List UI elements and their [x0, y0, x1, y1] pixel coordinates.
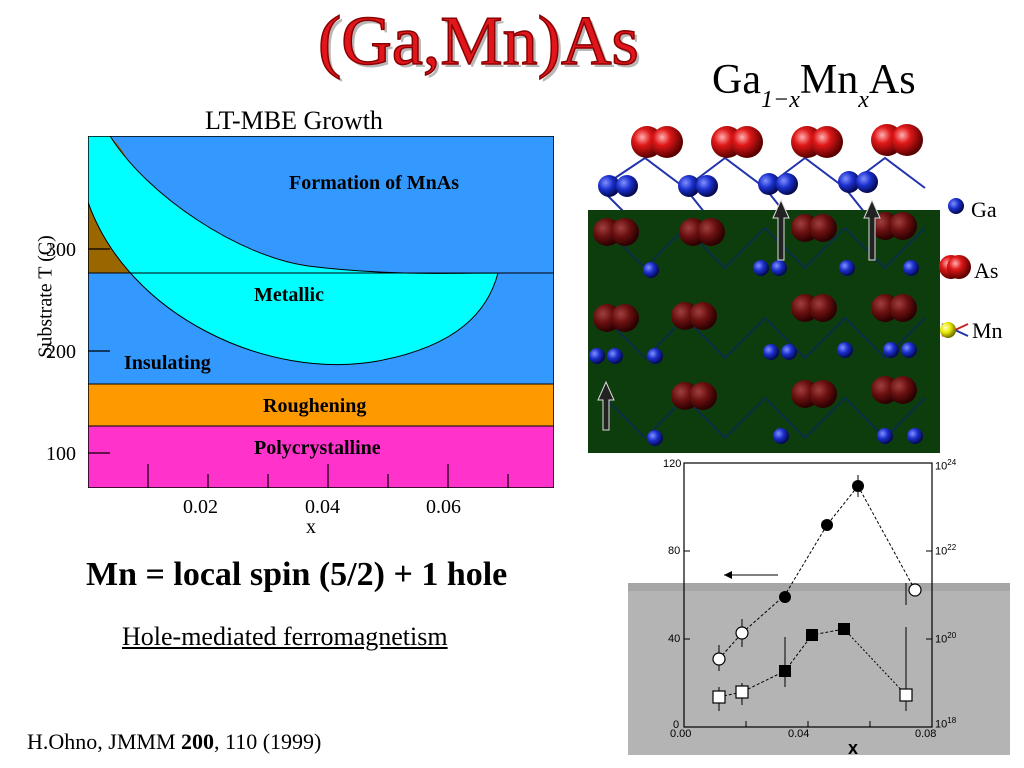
as-atoms-top — [631, 124, 923, 158]
tc-tick-40: 40 — [668, 633, 681, 645]
tc-xtick-008: 0.08 — [915, 728, 937, 740]
ga-legend-label: Ga — [971, 197, 997, 222]
right-tick-22: 1022 — [935, 543, 957, 558]
as-legend-label: As — [974, 258, 999, 283]
x-tick-006: 0.06 — [426, 496, 461, 518]
formula-ga: Ga — [712, 57, 761, 103]
as-legend-icon — [939, 255, 971, 279]
ga-atoms-dark — [589, 260, 923, 446]
right-tick-24: 1024 — [935, 458, 957, 473]
reference-citation: H.Ohno, JMMM 200, 110 (1999) — [27, 729, 322, 754]
hole-mediated-subtitle: Hole-mediated ferromagnetism — [122, 622, 448, 651]
y-tick-100: 100 — [46, 443, 76, 465]
x-tick-004: 0.04 — [305, 496, 340, 518]
tc-tick-0: 0 — [673, 719, 680, 731]
label-polycrystalline: Polycrystalline — [254, 437, 381, 459]
tc-xtick-004: 0.04 — [788, 728, 810, 740]
phase-diagram-xlabel: x — [306, 516, 316, 538]
p-markers — [712, 623, 913, 704]
spin-arrows — [597, 198, 881, 431]
label-insulating: Insulating — [124, 352, 211, 374]
region-poly — [88, 425, 554, 488]
tc-tick-120: 120 — [663, 458, 682, 470]
spin-statement: Mn = local spin (5/2) + 1 hole — [86, 556, 508, 593]
y-tick-300: 300 — [46, 239, 76, 261]
formula-sub1: 1−x — [760, 87, 800, 113]
tc-chart — [628, 455, 1010, 755]
phase-diagram-title: LT-MBE Growth — [205, 106, 383, 135]
formula-sub2: x — [858, 87, 869, 113]
label-mnas: Formation of MnAs — [289, 172, 459, 194]
mn-legend-icon — [940, 322, 969, 338]
region-metallic — [88, 136, 499, 365]
label-roughening: Roughening — [263, 395, 367, 417]
region-roughening — [88, 383, 554, 427]
slide-title: (Ga,Mn)As — [317, 2, 639, 81]
tc-xtick-000: 0.00 — [670, 728, 692, 740]
formula-as: As — [868, 57, 916, 103]
tc-chart-xlabel: x — [848, 738, 859, 758]
y-tick-200: 200 — [46, 341, 76, 363]
crystal-dark-panel — [588, 210, 940, 453]
mn-legend-label: Mn — [972, 318, 1003, 343]
formula-mn: Mn — [799, 57, 859, 103]
x-tick-002: 0.02 — [183, 496, 218, 518]
crystal-structure-image — [588, 124, 940, 453]
tc-chart-gray-panel — [628, 583, 1010, 755]
as-atoms-dark — [593, 212, 917, 410]
chemical-formula: Ga1−xMnxAs — [712, 50, 916, 130]
ga-atoms-top — [598, 171, 878, 197]
right-tick-18: 1018 — [935, 716, 957, 731]
tc-markers — [712, 480, 922, 666]
ga-legend-icon — [948, 198, 964, 214]
label-metallic: Metallic — [254, 284, 324, 306]
phase-diagram — [88, 136, 554, 488]
tc-tick-80: 80 — [668, 545, 681, 557]
right-tick-20: 1020 — [935, 631, 957, 646]
